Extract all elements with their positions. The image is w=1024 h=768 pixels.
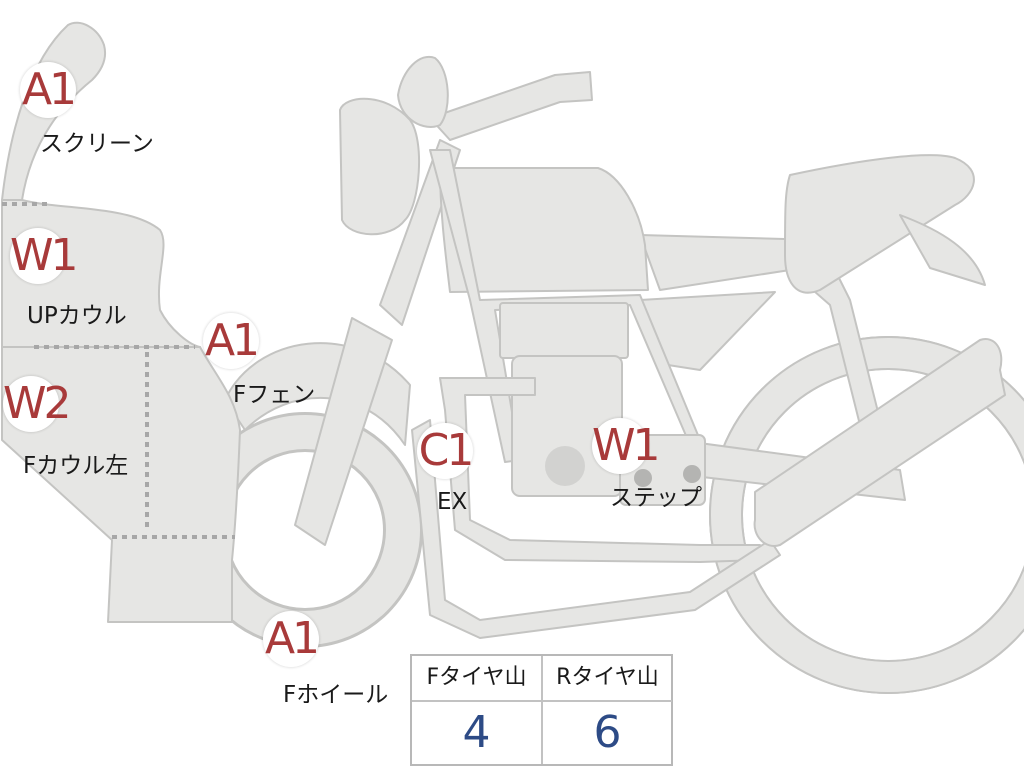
part-label: UPカウル: [27, 303, 127, 329]
headlight: [339, 97, 420, 236]
damage-code-badge: C1: [417, 423, 474, 479]
rear-tire-column: Rタイヤ山 6: [541, 656, 672, 764]
front-tire-value: 4: [462, 707, 491, 758]
engine-head: [499, 302, 629, 359]
damage-code-badge: W1: [592, 418, 661, 474]
front-tire-header: Fタイヤ山: [412, 656, 541, 702]
damage-code-badge: A1: [263, 611, 320, 667]
part-label: Fカウル左: [23, 453, 129, 479]
handlebar: [429, 71, 593, 141]
rear-tire-header: Rタイヤ山: [543, 656, 672, 702]
muffler: [753, 338, 1006, 547]
damage-code-badge: A1: [20, 62, 77, 118]
part-label: スクリーン: [40, 131, 154, 157]
damage-code-badge: W1: [10, 228, 79, 284]
mirror: [397, 55, 449, 128]
front-tire-column: Fタイヤ山 4: [412, 656, 541, 764]
front-cowl: [1, 346, 241, 623]
part-label: EX: [437, 489, 468, 515]
front-fork: [294, 317, 393, 546]
exhaust-pipe: [439, 377, 761, 563]
rear-tire-value: 6: [593, 707, 622, 758]
fuel-tank: [439, 167, 649, 293]
part-label: ステップ: [610, 485, 702, 511]
part-label: Fホイール: [283, 682, 389, 708]
seat: [784, 154, 975, 294]
part-label: Fフェン: [233, 382, 316, 408]
damage-code-badge: A1: [203, 313, 260, 369]
step-peg: [634, 469, 652, 487]
damage-code-badge: W2: [3, 376, 72, 432]
tire-tread-table: Fタイヤ山 4 Rタイヤ山 6: [410, 654, 673, 766]
